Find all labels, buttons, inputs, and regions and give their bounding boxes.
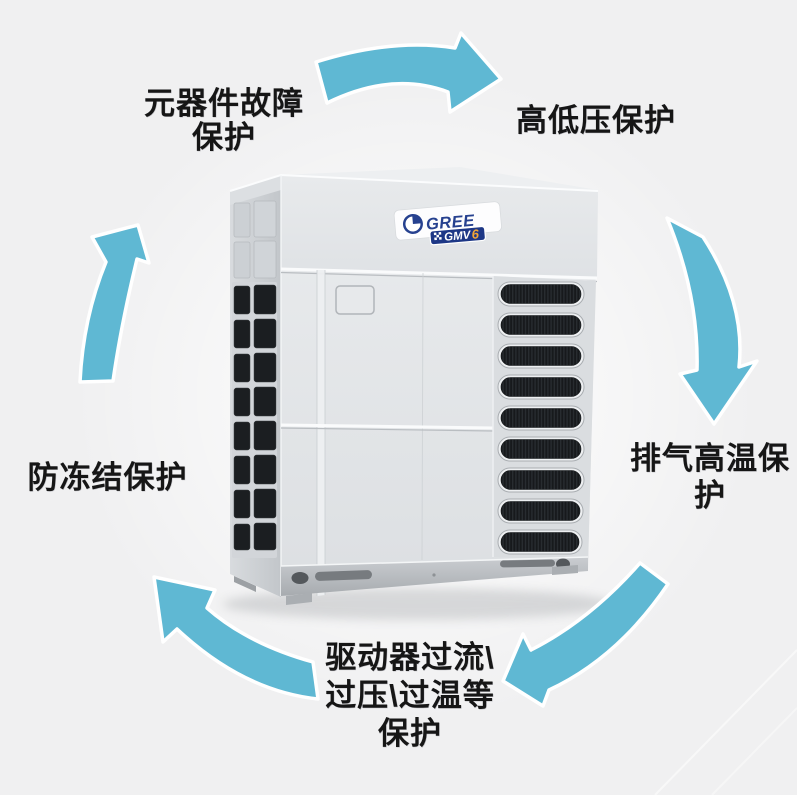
unit-foot-side (234, 576, 256, 592)
brand-logo-plate: GREE GMV 6 (393, 201, 502, 246)
model-badge-digit: 6 (471, 226, 480, 242)
unit-louvers (497, 281, 585, 555)
cycle-arrow-left-icon (78, 223, 151, 384)
label-component-failure-protection: 元器件故障 保护 (99, 87, 349, 155)
cycle-arrow-right-icon (665, 216, 759, 426)
unit-panel-seam (316, 270, 326, 596)
unit-foot-left (286, 593, 312, 605)
label-line: 驱动器过流\ (325, 640, 495, 675)
cycle-arrow-top-icon (314, 31, 503, 114)
model-badge: GMV 6 (429, 225, 486, 246)
checkered-flag-icon (433, 232, 442, 241)
label-driver-overcurrent-protection: 驱动器过流\ 过压\过温等 保护 (285, 639, 535, 753)
unit-shadow (223, 588, 613, 620)
label-line: 高低压保护 (516, 103, 676, 138)
model-badge-text: GMV (444, 229, 472, 243)
label-line: 保护 (192, 120, 256, 155)
unit-top-face (281, 167, 598, 190)
unit-louver-column (492, 276, 596, 561)
unit-access-panel (335, 285, 375, 315)
background-streaks (654, 649, 797, 795)
outdoor-unit-illustration: GREE GMV 6 (229, 167, 599, 605)
unit-base (234, 556, 589, 605)
label-line: 过压\过温等 (325, 678, 495, 713)
label-high-low-pressure-protection: 高低压保护 (471, 103, 721, 139)
label-line: 排气高温保 (630, 441, 790, 476)
label-line: 保护 (378, 716, 442, 751)
cycle-arrow-bottom-right-icon (501, 561, 670, 708)
unit-foot-right (552, 565, 578, 575)
gree-logo-icon (402, 213, 423, 234)
label-anti-freeze-protection: 防冻结保护 (0, 460, 220, 496)
label-line: 元器件故障 (144, 86, 304, 121)
label-line: 护 (694, 478, 726, 513)
label-line: 防冻结保护 (27, 460, 188, 495)
label-discharge-high-temp-protection: 排气高温保 护 (590, 440, 797, 514)
unit-side-grille (232, 282, 277, 558)
unit-side-upper-slats (233, 200, 277, 279)
cycle-arrows (78, 31, 759, 708)
cycle-arrow-bottom-left-icon (152, 575, 320, 701)
unit-panel-seam-2 (421, 272, 424, 561)
unit-divider-middle (280, 423, 494, 432)
unit-side-top-trim (230, 175, 281, 205)
